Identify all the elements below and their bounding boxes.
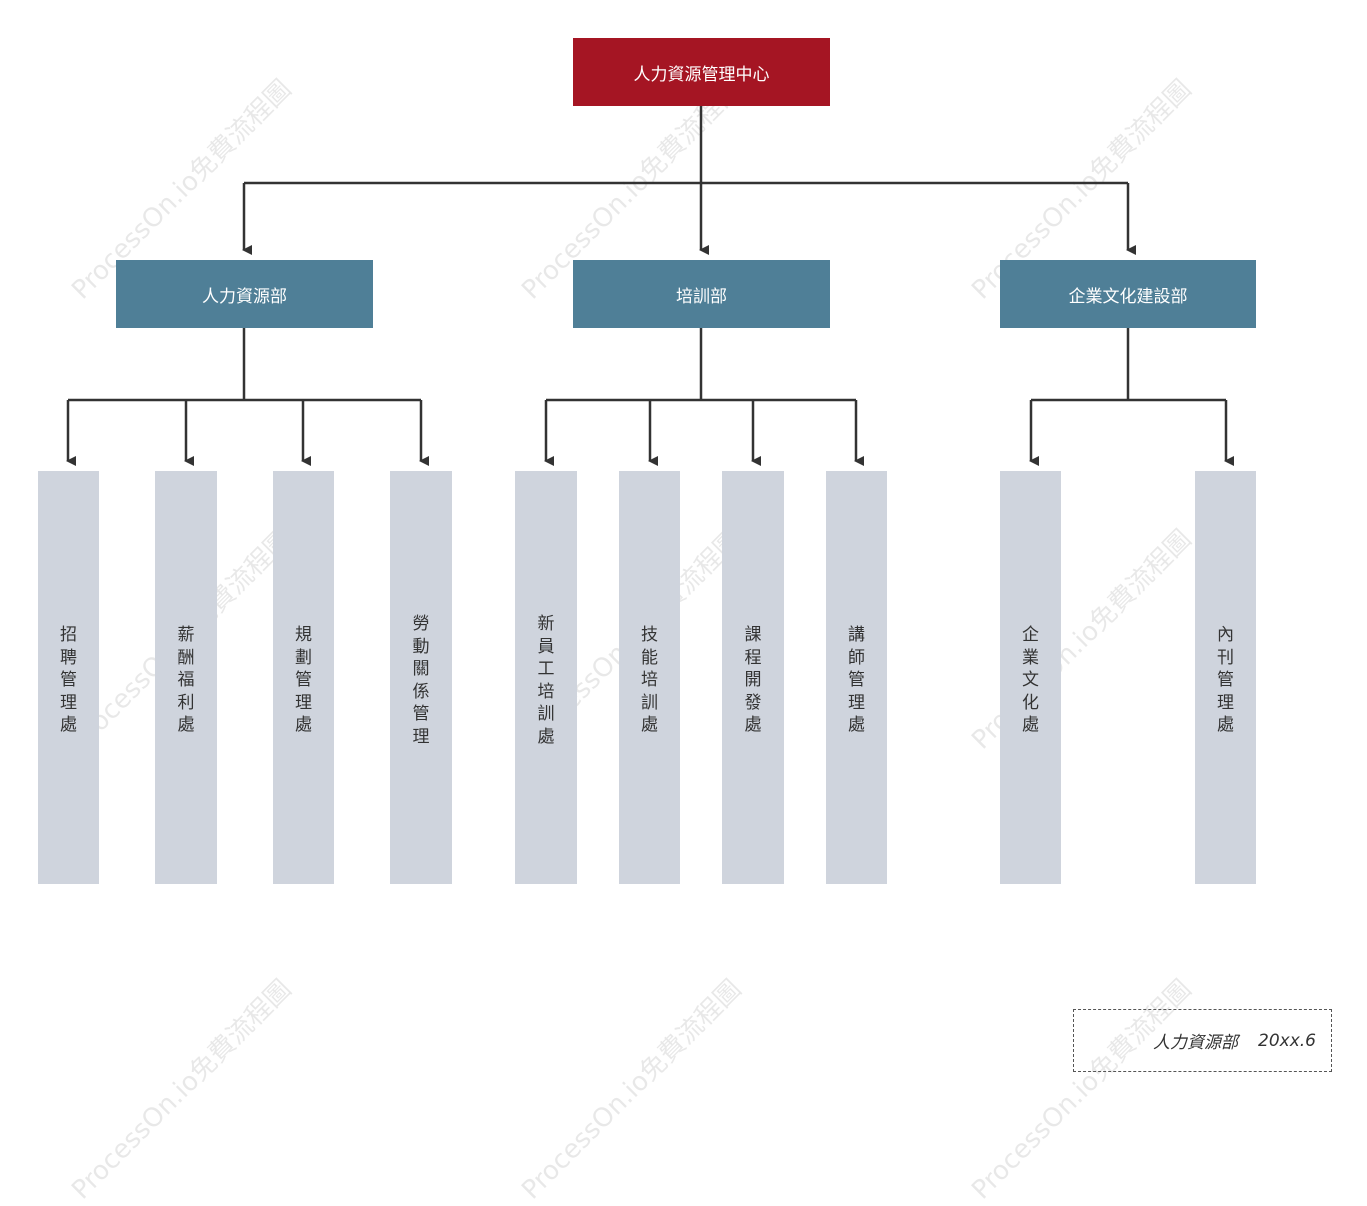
unit-node-course-development[interactable]: 課程開發處 <box>722 471 784 884</box>
unit-label-char: 業 <box>1022 647 1039 668</box>
unit-label-char: 規 <box>295 625 312 646</box>
unit-label-char: 文 <box>1022 670 1039 691</box>
unit-node-compensation[interactable]: 薪酬福利處 <box>155 471 217 884</box>
unit-label-char: 訓 <box>537 704 555 724</box>
unit-label-char: 發 <box>744 692 762 713</box>
unit-label-char: 管 <box>848 670 865 691</box>
unit-label-char: 處 <box>177 715 195 736</box>
unit-node-label: 招聘管理處 <box>60 624 77 737</box>
unit-label-char: 管 <box>295 670 312 691</box>
unit-label-char: 化 <box>1022 692 1039 713</box>
unit-label-char: 係 <box>412 681 430 702</box>
unit-label-char: 處 <box>295 715 312 736</box>
unit-label-char: 劃 <box>295 647 312 668</box>
root-node-label: 人力資源管理中心 <box>633 64 770 85</box>
unit-label-char: 內 <box>1217 625 1234 646</box>
unit-label-char: 處 <box>537 726 555 747</box>
unit-node-label: 規劃管理處 <box>295 624 312 737</box>
unit-label-char: 理 <box>1217 692 1234 713</box>
unit-label-char: 訓 <box>641 692 658 713</box>
unit-label-char: 管 <box>60 670 77 691</box>
unit-label-char: 理 <box>295 692 312 713</box>
unit-label-char: 培 <box>641 670 658 691</box>
unit-node-label: 課程開發處 <box>745 624 762 737</box>
department-node-label: 培訓部 <box>676 286 727 307</box>
unit-node-new-employee-training[interactable]: 新員工培訓處 <box>515 471 577 884</box>
unit-label-char: 處 <box>744 715 762 736</box>
unit-label-char: 處 <box>1217 715 1234 736</box>
unit-label-char: 師 <box>848 647 865 668</box>
unit-label-char: 利 <box>177 692 195 713</box>
unit-label-char: 處 <box>1022 715 1039 736</box>
unit-label-char: 酬 <box>177 647 195 668</box>
unit-label-char: 講 <box>848 625 865 646</box>
unit-label-char: 課 <box>744 625 762 646</box>
unit-node-instructor-management[interactable]: 講師管理處 <box>826 471 887 884</box>
unit-node-internal-publication[interactable]: 內刊管理處 <box>1195 471 1256 884</box>
unit-label-char: 工 <box>537 659 555 679</box>
root-node[interactable]: 人力資源管理中心 <box>573 38 830 106</box>
unit-label-char: 福 <box>177 670 195 691</box>
unit-node-labor-relations[interactable]: 勞動關係管理 <box>390 471 452 884</box>
department-node-training[interactable]: 培訓部 <box>573 260 830 328</box>
connector-lines <box>66 106 1234 466</box>
footer-department: 人力資源部 <box>1153 1033 1239 1053</box>
unit-label-char: 動 <box>412 636 430 657</box>
department-node-culture[interactable]: 企業文化建設部 <box>1000 260 1256 328</box>
unit-label-char: 處 <box>641 715 658 736</box>
unit-label-char: 能 <box>641 647 658 668</box>
unit-label-char: 理 <box>848 692 865 713</box>
unit-label-char: 勞 <box>412 614 430 634</box>
unit-label-char: 程 <box>744 647 762 668</box>
unit-node-label: 薪酬福利處 <box>178 624 195 737</box>
footer-date: 20xx.6 <box>1258 1030 1316 1051</box>
unit-label-char: 理 <box>412 726 430 747</box>
unit-label-char: 招 <box>60 625 77 646</box>
unit-node-corporate-culture[interactable]: 企業文化處 <box>1000 471 1061 884</box>
unit-label-char: 新 <box>537 614 555 634</box>
unit-label-char: 處 <box>60 715 77 736</box>
unit-node-label: 勞動關係管理 <box>413 613 430 748</box>
department-node-label: 人力資源部 <box>202 286 287 307</box>
unit-node-label: 企業文化處 <box>1022 624 1039 737</box>
unit-label-char: 理 <box>60 692 77 713</box>
unit-node-recruitment[interactable]: 招聘管理處 <box>38 471 99 884</box>
department-node-hr[interactable]: 人力資源部 <box>116 260 373 328</box>
unit-label-char: 處 <box>848 715 865 736</box>
unit-label-char: 員 <box>537 636 555 657</box>
unit-node-planning[interactable]: 規劃管理處 <box>273 471 334 884</box>
unit-label-char: 技 <box>641 625 658 646</box>
unit-node-label: 新員工培訓處 <box>538 613 555 748</box>
unit-node-skills-training[interactable]: 技能培訓處 <box>619 471 680 884</box>
unit-node-label: 講師管理處 <box>848 624 865 737</box>
unit-node-label: 技能培訓處 <box>641 624 658 737</box>
unit-label-char: 培 <box>537 681 555 702</box>
unit-label-char: 開 <box>744 670 762 691</box>
unit-label-char: 企 <box>1022 625 1039 646</box>
unit-label-char: 刊 <box>1217 647 1234 668</box>
department-node-label: 企業文化建設部 <box>1068 286 1188 307</box>
unit-label-char: 關 <box>412 659 430 679</box>
unit-label-char: 管 <box>1217 670 1234 691</box>
unit-label-char: 管 <box>412 704 430 724</box>
footer-box[interactable]: 人力資源部 20xx.6 <box>1073 1009 1332 1072</box>
unit-node-label: 內刊管理處 <box>1217 624 1234 737</box>
unit-label-char: 薪 <box>177 625 195 646</box>
unit-label-char: 聘 <box>60 647 77 668</box>
